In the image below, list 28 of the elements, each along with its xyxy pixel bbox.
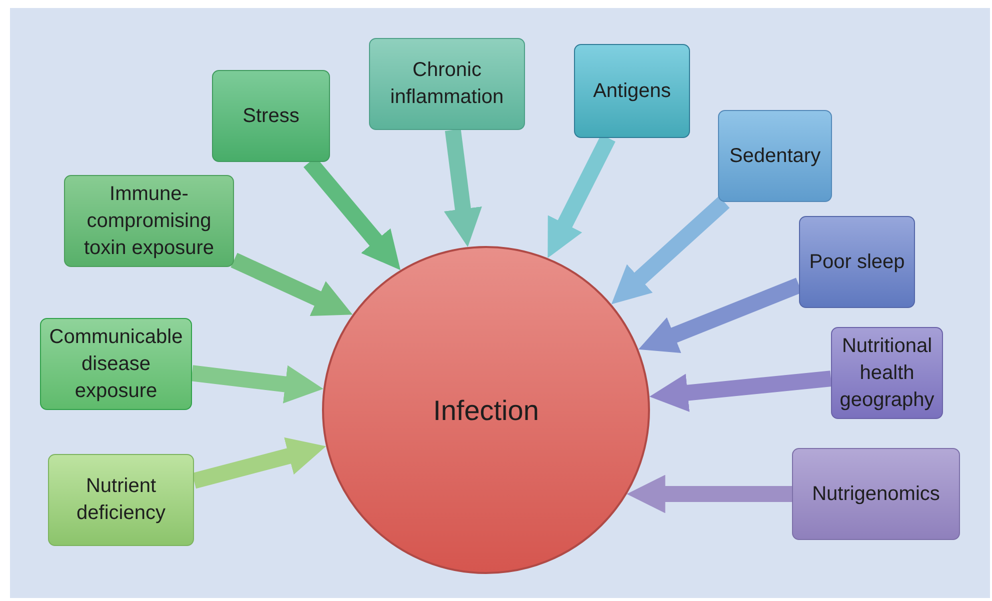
arrow (611, 196, 730, 304)
arrow (230, 252, 353, 316)
factor-box (40, 318, 192, 410)
node-label: Communicable disease exposure (48, 324, 184, 404)
arrow (191, 365, 324, 404)
node-label: Poor sleep (809, 250, 905, 274)
node-label: Immune-compromising toxin exposure (82, 182, 216, 260)
arrow (649, 370, 832, 412)
arrow (444, 129, 482, 248)
arrow (192, 437, 326, 489)
node-label: Stress (242, 104, 300, 128)
node-label: Nutrient deficiency (76, 474, 166, 526)
node-label: Nutritional health geography (838, 334, 936, 412)
factor-box (48, 454, 194, 546)
factor-box (574, 44, 690, 138)
arrow (626, 474, 792, 514)
factor-box (718, 110, 832, 202)
node-label: Infection (433, 396, 539, 424)
node-label: Nutrigenomics (812, 482, 940, 506)
node-label: Chronic inflammation (389, 58, 505, 110)
factor-box (64, 175, 234, 267)
factor-box (799, 216, 915, 308)
node-label: Sedentary (729, 144, 821, 168)
node-label: Antigens (593, 78, 671, 104)
factor-box (831, 327, 943, 419)
factor-box (212, 70, 330, 162)
factor-box (369, 38, 525, 130)
factor-box (792, 448, 960, 540)
